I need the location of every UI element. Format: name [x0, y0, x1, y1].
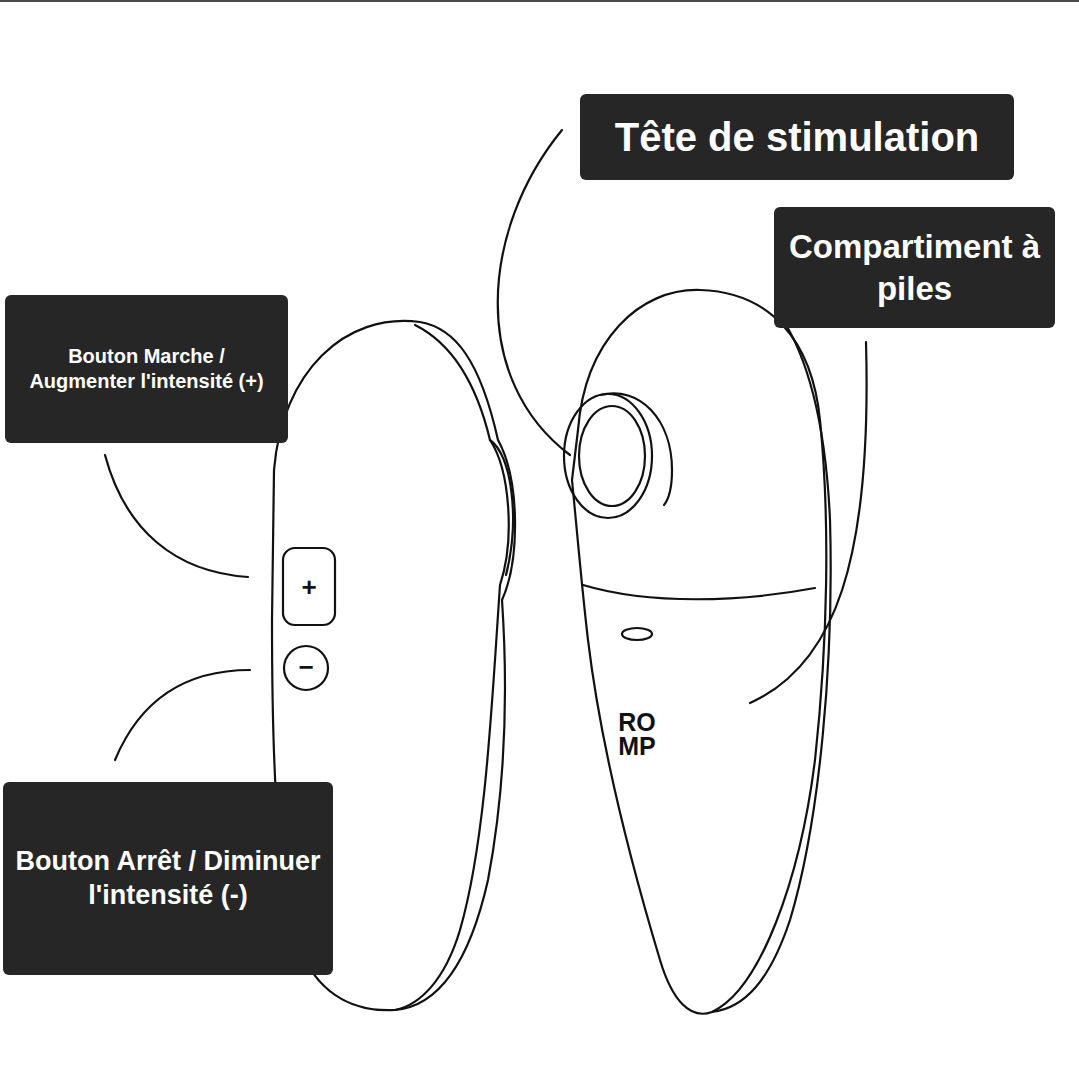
leader-line — [115, 670, 250, 760]
device-side-seam — [395, 325, 509, 1010]
stimulation-head-opening — [579, 406, 645, 506]
head-seam — [583, 585, 815, 599]
indicator-slot — [622, 628, 652, 640]
plus-button — [283, 548, 335, 625]
minus-button — [284, 646, 328, 690]
device-front-edge — [712, 315, 831, 1012]
callout-box: Compartiment à piles — [774, 207, 1055, 328]
callout-text: Tête de stimulation — [615, 112, 980, 162]
stimulation-head-ring — [564, 394, 652, 518]
callout-box: Bouton Arrêt / Diminuer l'intensité (-) — [3, 782, 333, 975]
button-symbol: − — [298, 654, 313, 680]
callout-text: Bouton Arrêt / Diminuer l'intensité (-) — [11, 845, 325, 913]
leader-line — [498, 130, 570, 455]
leader-line — [750, 342, 867, 703]
device-front-body — [572, 290, 826, 1014]
callout-box: Tête de stimulation — [580, 94, 1014, 180]
head-rim — [600, 393, 672, 505]
callout-box: Bouton Marche / Augmenter l'intensité (+… — [5, 295, 288, 443]
brand-logo: RO MP — [618, 711, 656, 759]
callout-text: Bouton Marche / Augmenter l'intensité (+… — [19, 344, 274, 394]
leader-line — [105, 455, 248, 577]
callout-text: Compartiment à piles — [784, 226, 1045, 309]
button-symbol: + — [301, 574, 316, 600]
top-rule — [0, 0, 1079, 2]
device-head-bump — [490, 440, 513, 575]
